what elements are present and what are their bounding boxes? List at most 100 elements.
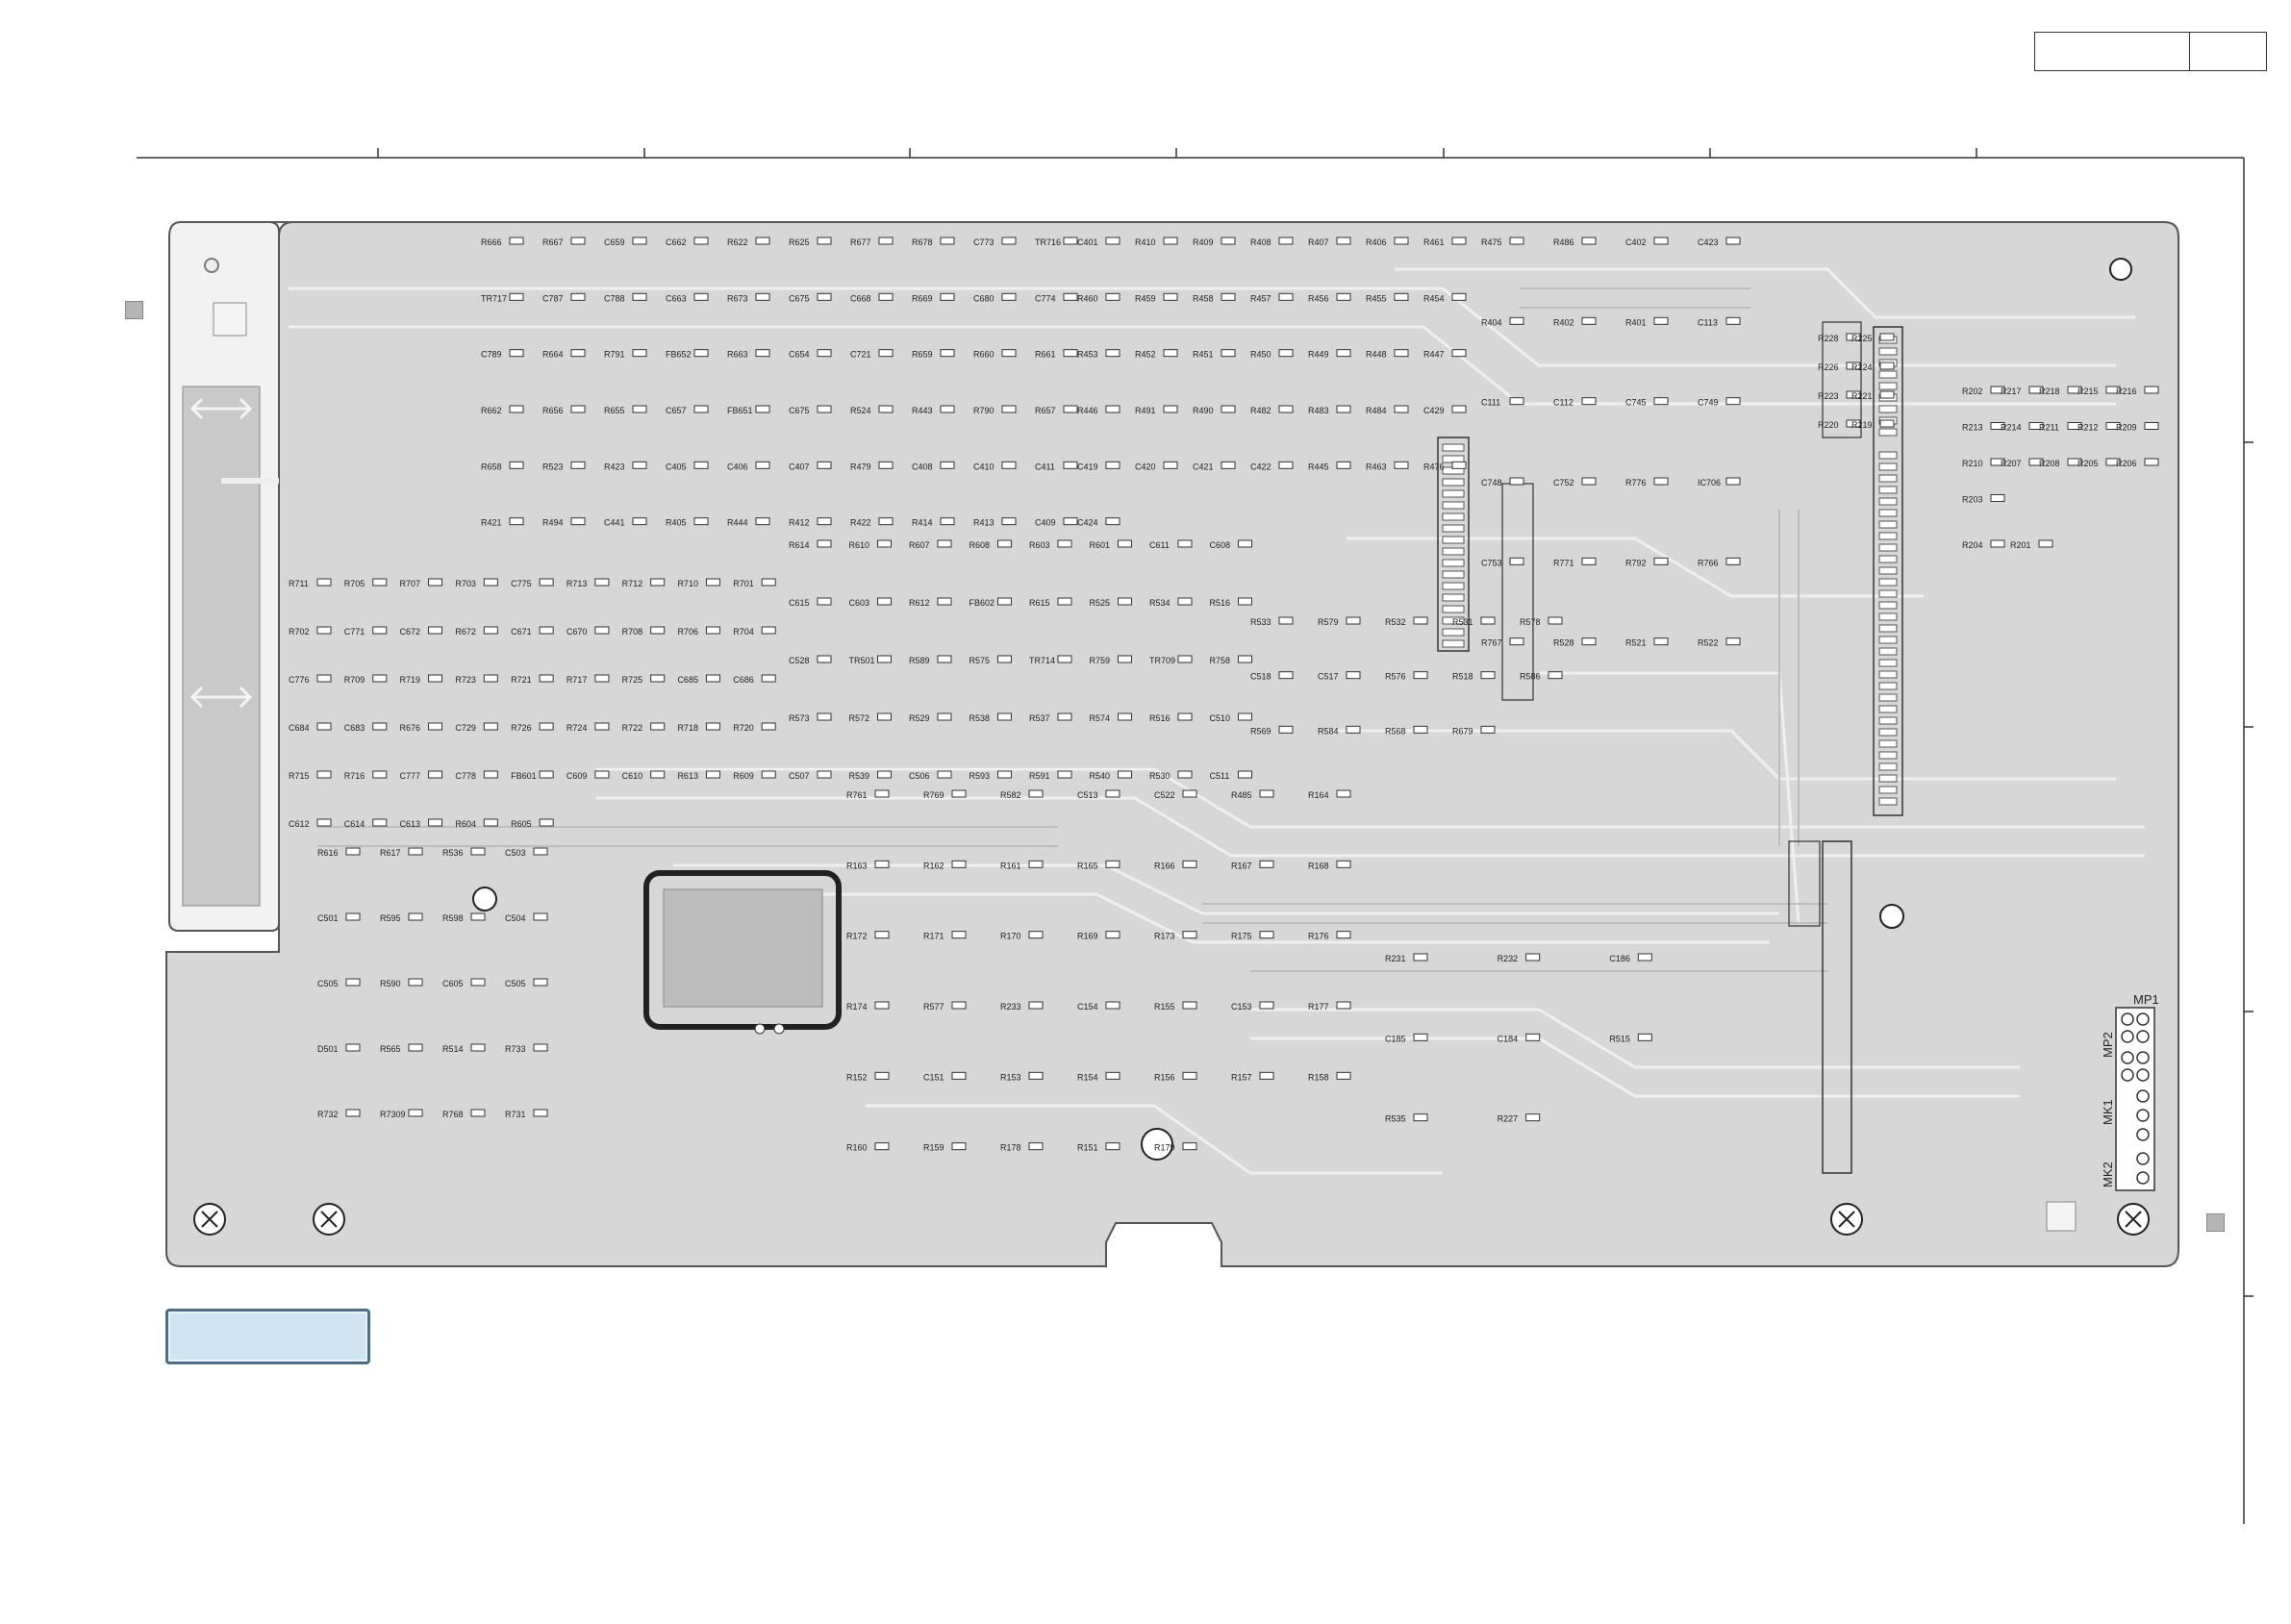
component-label: R715 [289, 771, 310, 781]
component-pad [817, 517, 832, 526]
component-pad [1653, 237, 1669, 245]
component-pad [1509, 397, 1524, 406]
component-pad [428, 818, 443, 827]
component-pad [1394, 461, 1409, 469]
component-pad [1581, 637, 1597, 646]
component-label: C405 [666, 462, 687, 471]
component-pad [509, 237, 524, 245]
component-pad [878, 405, 894, 413]
mp-connector-grid [2115, 1007, 2155, 1191]
component-pad [1163, 237, 1178, 245]
component-label: C749 [1698, 398, 1719, 408]
component-pad [1278, 616, 1294, 625]
component-pad [1336, 931, 1351, 939]
component-label: C423 [1698, 237, 1719, 247]
component-pad [705, 578, 720, 587]
component-label: C615 [789, 598, 810, 608]
component-pad [937, 712, 952, 721]
component-label: C507 [789, 771, 810, 781]
component-pad [316, 770, 332, 779]
component-label: R612 [909, 598, 930, 608]
registration-mark [2206, 1213, 2225, 1232]
component-label: R166 [1154, 861, 1175, 870]
arrow-mark [189, 397, 253, 420]
component-label: C789 [481, 350, 502, 360]
component-pad [1846, 419, 1861, 428]
component-pad [937, 539, 952, 548]
component-label: C528 [789, 656, 810, 665]
component-pad [1394, 292, 1409, 301]
component-label: R732 [317, 1110, 339, 1119]
component-pad [1182, 931, 1197, 939]
component-pad [1525, 1033, 1541, 1041]
component-label: R601 [1090, 540, 1111, 550]
component-pad [1105, 1001, 1120, 1010]
component-pad [533, 847, 548, 856]
component-label: R407 [1308, 237, 1329, 247]
left-edge-connector [182, 386, 261, 907]
component-label: R460 [1077, 293, 1098, 303]
component-label: C411 [1035, 462, 1055, 471]
connector-label: MK2 [2101, 1162, 2115, 1187]
component-pad [940, 517, 955, 526]
component-label: R704 [733, 627, 754, 637]
component-label: R525 [1090, 598, 1111, 608]
component-label: R539 [849, 771, 870, 781]
component-label: FB652 [666, 350, 692, 360]
component-pad [539, 674, 554, 683]
component-label: C186 [1609, 954, 1630, 963]
component-pad [940, 461, 955, 469]
component-pad [650, 770, 666, 779]
component-pad [1182, 1001, 1197, 1010]
component-label: R604 [455, 819, 476, 829]
component-pad [1028, 789, 1044, 798]
component-label: R576 [1385, 672, 1406, 682]
component-pad [877, 597, 892, 606]
component-label: R761 [846, 790, 868, 800]
component-label: C410 [973, 462, 994, 471]
component-pad [817, 712, 832, 721]
component-pad [470, 1109, 486, 1117]
component-label: R598 [442, 913, 464, 923]
component-label: C505 [317, 979, 339, 988]
component-pad [1581, 237, 1597, 245]
component-label: R168 [1308, 861, 1329, 870]
component-pad [1105, 517, 1120, 526]
component-pad [997, 712, 1012, 721]
component-label: TR714 [1029, 656, 1055, 665]
component-label: C424 [1077, 518, 1098, 528]
component-label: R617 [380, 848, 401, 858]
component-label: R655 [604, 406, 625, 415]
component-pad [1548, 616, 1563, 625]
component-pad [1177, 539, 1193, 548]
component-label: C680 [973, 293, 994, 303]
component-label: C683 [344, 723, 365, 733]
component-pad [1637, 953, 1652, 962]
component-pad [650, 626, 666, 635]
component-pad [539, 722, 554, 731]
component-label: C511 [1210, 771, 1230, 781]
component-label: R479 [850, 462, 871, 471]
component-label: R701 [733, 579, 754, 588]
component-pad [372, 722, 388, 731]
component-label: R475 [1481, 237, 1502, 247]
component-label: R227 [1498, 1114, 1519, 1124]
component-pad [632, 349, 647, 358]
component-label: R414 [912, 518, 933, 528]
component-label: R667 [542, 237, 564, 247]
component-pad [509, 517, 524, 526]
component-label: R660 [973, 350, 994, 360]
component-pad [1028, 1071, 1044, 1080]
component-label: C153 [1231, 1002, 1252, 1012]
component-pad [1001, 405, 1017, 413]
component-label: R710 [677, 579, 698, 588]
component-label: C748 [1481, 478, 1502, 487]
component-label: C776 [289, 675, 310, 685]
component-pad [1394, 237, 1409, 245]
component-label: R610 [849, 540, 870, 550]
component-pad [1278, 461, 1294, 469]
component-label: R483 [1308, 406, 1329, 415]
component-pad [1221, 405, 1236, 413]
component-label: R494 [542, 518, 564, 528]
component-label: R163 [846, 861, 868, 870]
